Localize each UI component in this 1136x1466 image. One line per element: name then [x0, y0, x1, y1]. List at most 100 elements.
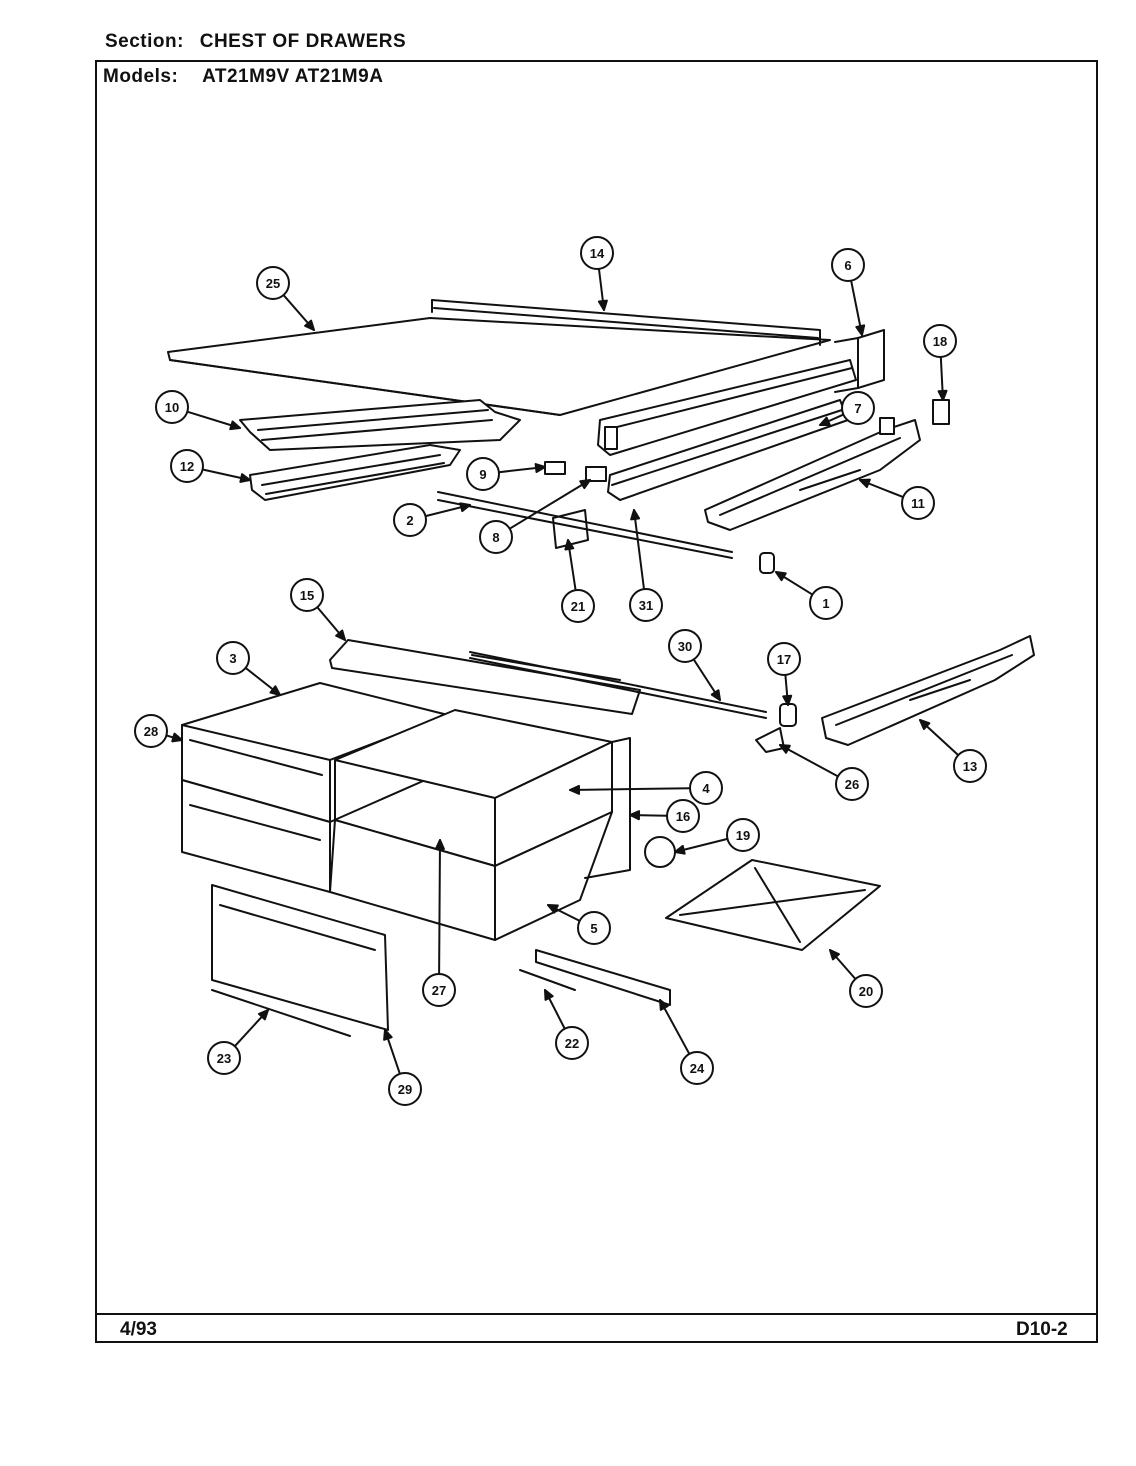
callout-arrowhead — [569, 784, 581, 795]
callout-arrowhead — [544, 989, 554, 1001]
callout-17: 17 — [767, 642, 801, 706]
callout-arrowhead — [269, 685, 281, 696]
callout-20: 20 — [829, 949, 883, 1008]
callout-bubble — [680, 1051, 714, 1085]
callout-leader — [779, 744, 839, 778]
callout-arrowhead — [239, 473, 251, 483]
callout-arrowhead — [257, 1009, 269, 1021]
callout-number: 14 — [590, 246, 605, 261]
callout-arrowhead — [383, 1029, 393, 1041]
callout-bubble — [155, 390, 189, 424]
callout-15: 15 — [290, 578, 346, 641]
callout-arrowhead — [937, 389, 948, 401]
callout-number: 2 — [406, 513, 413, 528]
callout-number: 21 — [571, 599, 585, 614]
callout-24: 24 — [659, 999, 714, 1085]
callout-leader — [569, 787, 692, 791]
callout-bubble — [726, 818, 760, 852]
callout-arrowhead — [171, 732, 183, 743]
callout-arrowhead — [434, 839, 445, 851]
callout-2: 2 — [393, 502, 471, 537]
block-part-9 — [544, 461, 566, 475]
callout-3: 3 — [216, 641, 281, 696]
callout-25: 25 — [256, 266, 315, 331]
callout-leader — [508, 479, 591, 530]
callout-7: 7 — [819, 391, 875, 426]
callout-bubble — [901, 486, 935, 520]
trim-strip-part-23 — [211, 989, 351, 1037]
callout-arrowhead — [710, 689, 721, 701]
clip-part-18 — [932, 399, 950, 425]
callout-number: 4 — [702, 781, 710, 796]
callout-number: 29 — [398, 1082, 412, 1097]
shelf-rear-trim-part — [431, 299, 821, 346]
shelf-glass-part — [167, 317, 831, 416]
lower-right-slide-part — [821, 635, 1035, 746]
callout-number: 23 — [217, 1051, 231, 1066]
callout-number: 6 — [844, 258, 851, 273]
footer-code: D10-2 — [1016, 1319, 1068, 1340]
callout-21: 21 — [561, 539, 595, 623]
callout-number: 11 — [911, 496, 925, 511]
rod-part-30 — [469, 651, 767, 719]
callout-10: 10 — [155, 390, 241, 431]
left-rail-upper-part — [239, 399, 521, 451]
models-header: Models: AT21M9V AT21M9A — [103, 66, 383, 88]
callout-leader — [633, 509, 645, 591]
block-part-21 — [552, 509, 589, 549]
callout-number: 31 — [639, 598, 653, 613]
callout-number: 18 — [933, 334, 947, 349]
callout-number: 1 — [822, 596, 829, 611]
callout-number: 20 — [859, 984, 873, 999]
callout-layer: 1234567891011121314151617181920212223242… — [134, 236, 987, 1106]
callout-arrowhead — [534, 463, 546, 473]
callout-arrowhead — [829, 949, 840, 961]
slide-pin-part-22 — [519, 969, 576, 991]
callout-number: 5 — [590, 921, 597, 936]
callout-number: 10 — [165, 400, 179, 415]
callout-19: 19 — [674, 818, 760, 855]
block-part-8 — [585, 466, 607, 482]
section-title: CHEST OF DRAWERS — [199, 31, 407, 52]
side-frame-part-16 — [584, 737, 631, 879]
callout-bubble — [290, 578, 324, 612]
callout-arrowhead — [779, 744, 791, 754]
callout-arrowhead — [229, 420, 241, 431]
section-label: Section: — [105, 31, 184, 52]
callout-arrowhead — [459, 502, 471, 513]
callout-arrowhead — [335, 629, 346, 641]
callout-bubble — [170, 449, 204, 483]
callout-9: 9 — [466, 457, 546, 491]
callout-bubble — [388, 1072, 422, 1106]
callout-arrowhead — [855, 324, 866, 336]
callout-arrowhead — [597, 299, 608, 311]
callout-bubble — [256, 266, 290, 300]
callout-arrowhead — [775, 571, 787, 582]
callout-1: 1 — [775, 571, 843, 620]
callout-27: 27 — [422, 839, 456, 1007]
callout-number: 30 — [678, 639, 692, 654]
callout-arrowhead — [304, 319, 315, 331]
callout-5: 5 — [547, 904, 611, 945]
callout-bubble — [831, 248, 865, 282]
callout-leader — [438, 839, 441, 976]
callout-number: 25 — [266, 276, 280, 291]
callout-arrowhead — [819, 416, 831, 426]
callout-number: 9 — [479, 467, 486, 482]
callout-bubble — [841, 391, 875, 425]
section-header: Section: CHEST OF DRAWERS — [105, 31, 406, 53]
lower-left-drawer-front-part — [181, 779, 331, 893]
callout-30: 30 — [668, 629, 721, 701]
callout-28: 28 — [134, 714, 183, 748]
callout-number: 3 — [229, 651, 236, 666]
callout-arrowhead — [659, 999, 669, 1011]
callout-number: 7 — [854, 401, 861, 416]
callout-bubble — [767, 642, 801, 676]
right-rail-part — [597, 359, 857, 501]
callout-bubble — [835, 767, 869, 801]
callout-arrowhead — [919, 719, 931, 731]
callout-bubble — [479, 520, 513, 554]
callout-number: 16 — [676, 809, 690, 824]
callout-arrowhead — [629, 810, 641, 821]
callout-arrowhead — [547, 904, 559, 914]
